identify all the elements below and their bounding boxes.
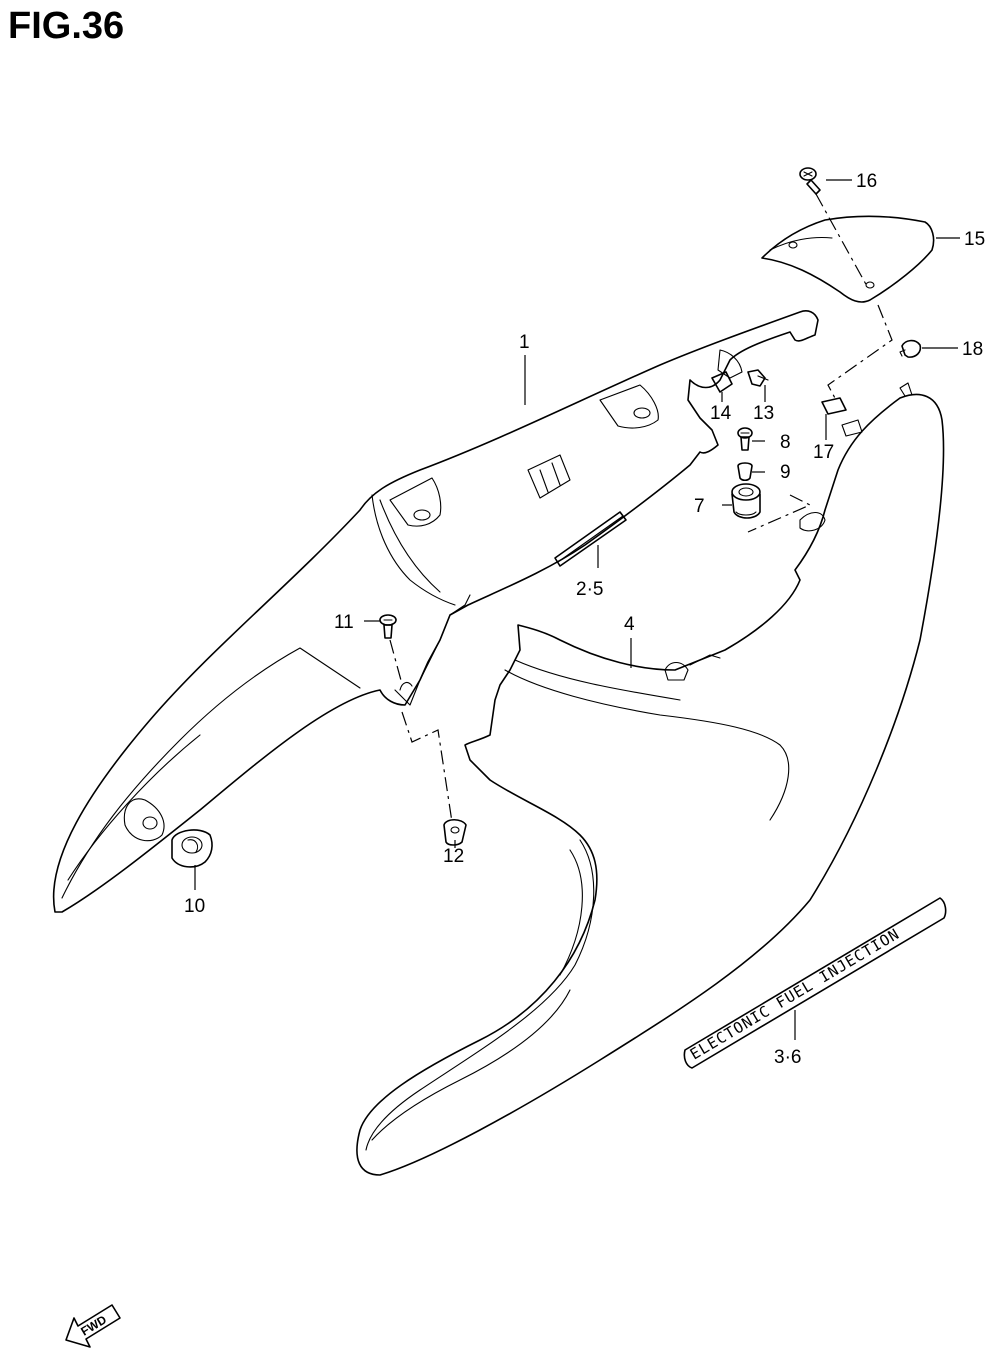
callout-9: 9	[780, 462, 791, 483]
callout-1: 1	[519, 332, 530, 353]
part-18-clip	[899, 339, 922, 358]
assembly-lines	[389, 193, 893, 823]
figure-title: FIG.36	[8, 5, 124, 47]
part-7-grommet	[731, 483, 761, 519]
part-1-seat-tail-cover	[52, 310, 819, 913]
callout-7: 7	[694, 496, 705, 517]
callout-15: 15	[964, 229, 985, 250]
part-15-tail-cowl	[761, 215, 935, 303]
part-10-cushion	[171, 829, 213, 868]
callout-17: 17	[813, 442, 834, 463]
callout-13: 13	[753, 403, 774, 424]
callout-14: 14	[710, 403, 732, 424]
callout-2-5: 2·5	[576, 579, 603, 600]
decal-text: ELECTONIC FUEL INJECTION	[687, 925, 903, 1064]
part-14-clip	[711, 371, 733, 393]
callout-18: 18	[962, 339, 983, 360]
leader-lines	[194, 179, 960, 1040]
part-2-5-emblem	[554, 511, 627, 567]
part-16-screw	[799, 167, 821, 195]
part-9-collar	[737, 462, 753, 482]
part-3-6-decal: ELECTONIC FUEL INJECTION	[683, 897, 947, 1069]
part-11-screw	[379, 614, 397, 639]
callout-11: 11	[334, 612, 354, 633]
part-4-frame-cover	[356, 382, 945, 1176]
callout-labels: 1 2·5 3·6 4 7 8 9 10 11 12 13 14 15 16 1…	[184, 171, 985, 1068]
callout-16: 16	[856, 171, 877, 192]
part-8-screw	[737, 427, 753, 451]
callout-10: 10	[184, 896, 205, 917]
callout-3-6: 3·6	[774, 1047, 801, 1068]
callout-4: 4	[624, 614, 635, 635]
part-13-screw	[747, 369, 769, 387]
part-12-nut	[443, 818, 467, 846]
forward-arrow-icon: FWD	[65, 1304, 121, 1348]
callout-8: 8	[780, 432, 791, 453]
part-17-nut	[821, 397, 863, 437]
callout-12: 12	[443, 846, 464, 867]
